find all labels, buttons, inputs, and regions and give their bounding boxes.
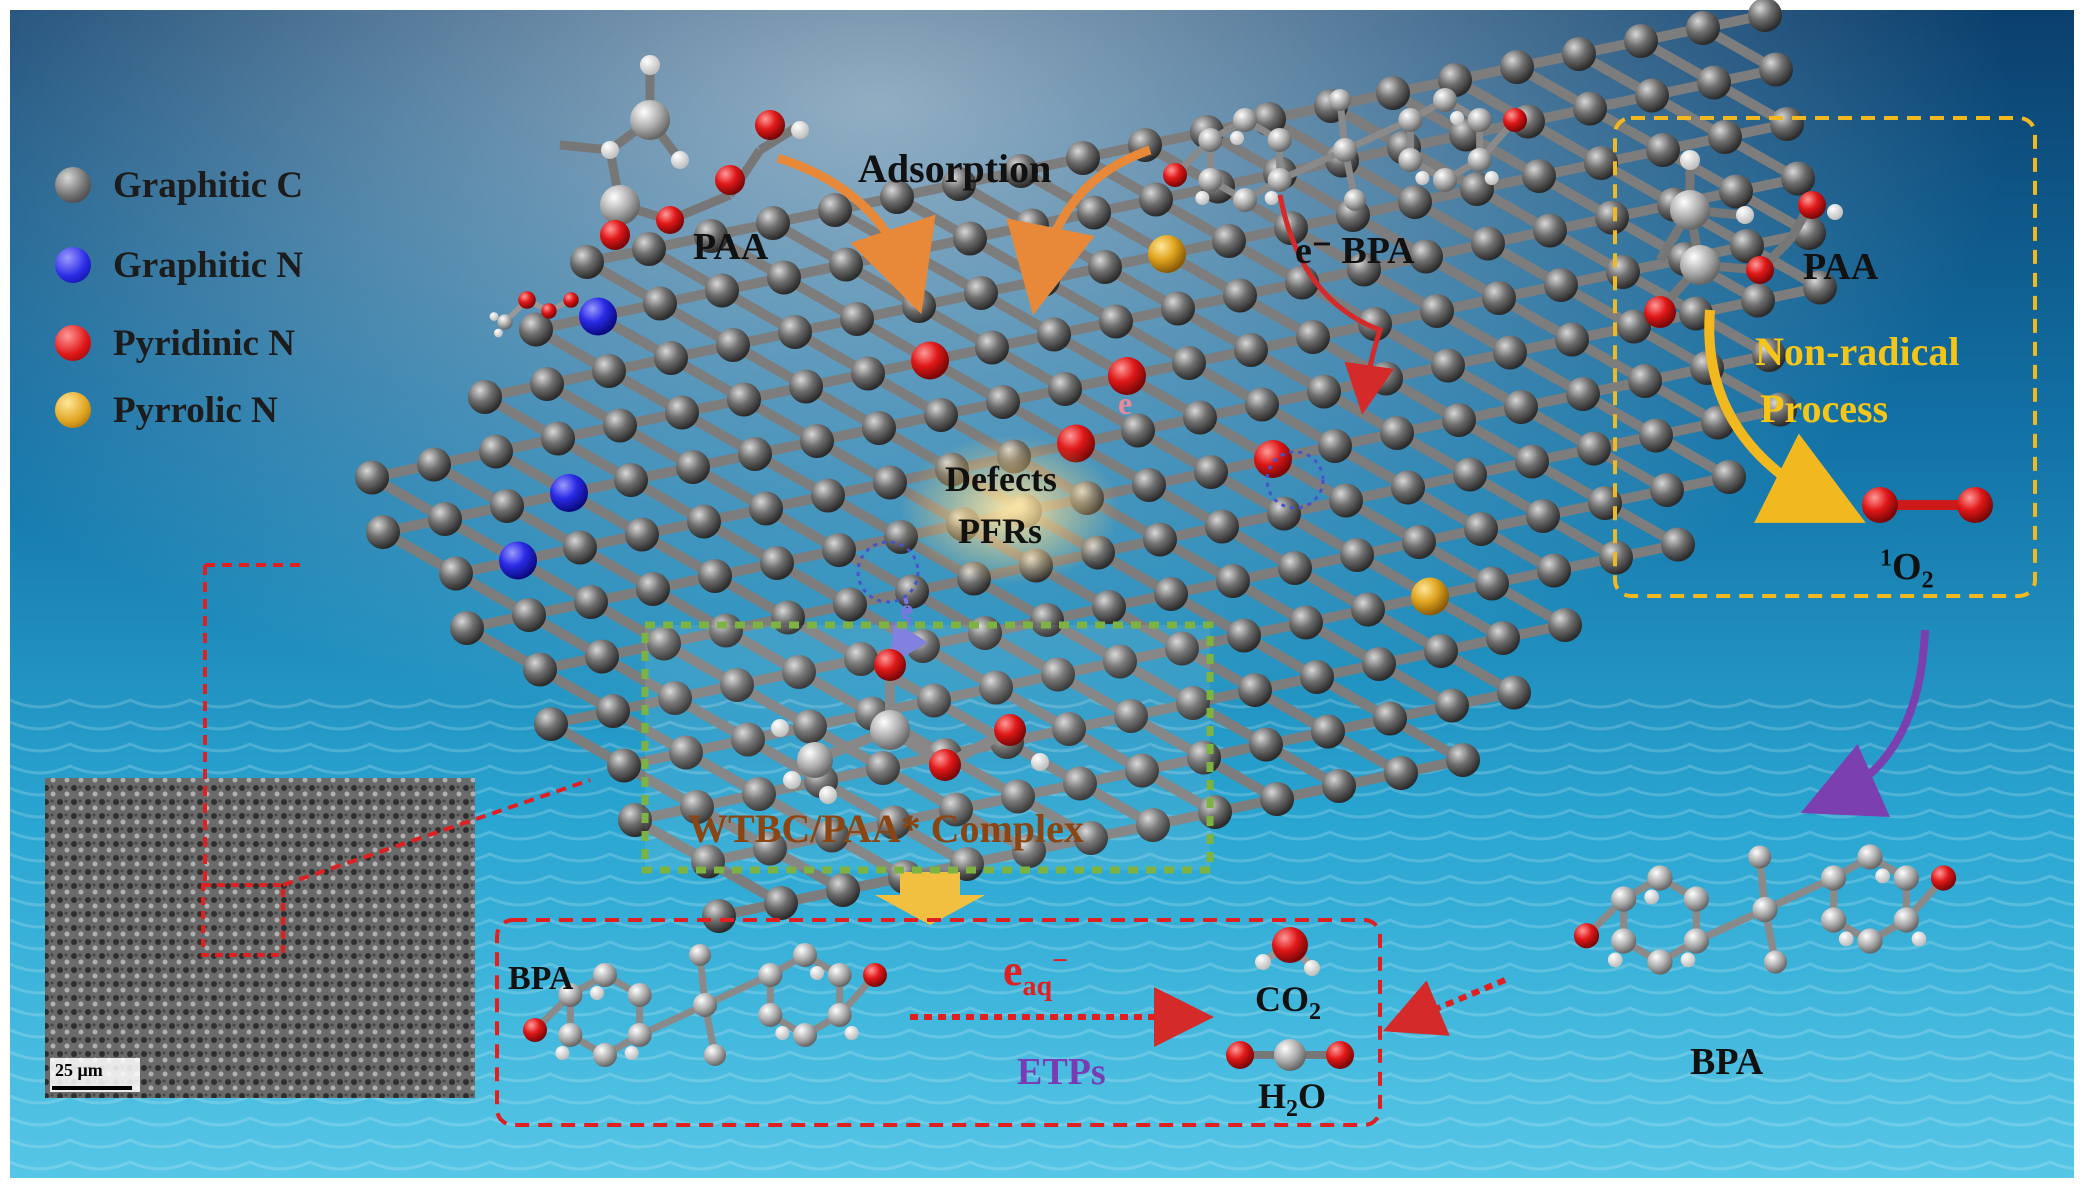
pfrs-label: PFRs	[958, 511, 1042, 551]
h2o-o: O	[1298, 1076, 1327, 1116]
co2-molecule	[1226, 1039, 1354, 1071]
defect-site-circle	[856, 540, 920, 604]
legend-label: Graphitic N	[113, 244, 304, 286]
complex-box	[641, 621, 1214, 874]
graphitic-c-marker	[55, 167, 91, 203]
legend-label: Pyrrolic N	[113, 389, 278, 431]
paa-molecule-right	[1644, 150, 1843, 328]
h2o-label: H2O	[1258, 1075, 1326, 1123]
singlet-oxygen-label: 1O2	[1880, 545, 1934, 595]
co2-label: CO2	[1255, 978, 1321, 1026]
eaq-label: eaq−	[1003, 945, 1068, 1003]
electron-transfer-arrow	[889, 597, 928, 666]
h2o-subscript: 2	[1286, 1096, 1299, 1123]
legend-item-graphitic-c: Graphitic C	[55, 160, 303, 210]
adsorption-arrow-right	[1006, 145, 1152, 316]
paa-label-top: PAA	[693, 226, 769, 268]
etps-label: ETPs	[1017, 1051, 1106, 1093]
adsorption-label: Adsorption	[858, 146, 1052, 191]
scale-bar-label: 25 μm	[55, 1060, 103, 1080]
water-molecule	[1255, 927, 1320, 976]
electron-arrow	[1277, 194, 1394, 415]
graphitic-n-marker	[55, 247, 91, 283]
pyridinic-n-marker	[55, 325, 91, 361]
paa-molecule-top	[559, 55, 809, 250]
electron-small-label-2: e	[900, 593, 914, 626]
electron-bpa-label: e⁻ BPA	[1295, 230, 1415, 272]
legend-label: Graphitic C	[113, 164, 304, 206]
purple-arrow	[1800, 629, 1929, 818]
eaq-base: e	[1003, 946, 1023, 995]
non-radical-label: Non-radical	[1755, 329, 1960, 374]
down-arrow	[875, 872, 985, 925]
singlet-oxygen-base: O	[1892, 546, 1922, 588]
complex-paa-molecule	[771, 649, 1049, 804]
defect-highlight	[900, 435, 1120, 585]
bpa-molecule-top	[1163, 88, 1527, 212]
singlet-oxygen-superscript: 1	[1880, 545, 1892, 572]
process-label: Process	[1760, 386, 1889, 431]
complex-region-fill	[645, 625, 1210, 870]
defect-site-circle	[1265, 450, 1325, 510]
sem-inset	[45, 778, 475, 1098]
defects-label: Defects	[945, 459, 1057, 499]
non-radical-box	[1613, 116, 2037, 598]
zoom-region-box	[201, 883, 285, 957]
legend-item-pyrrolic-n: Pyrrolic N	[55, 385, 278, 435]
singlet-oxygen-subscript: 2	[1921, 567, 1934, 594]
legend-label: Pyridinic N	[113, 322, 295, 364]
bpa-label-right: BPA	[1690, 1041, 1764, 1083]
pyrrolic-n-marker	[55, 392, 91, 428]
products-box	[495, 918, 1382, 1127]
complex-label: WTBC/PAA* Complex	[688, 806, 1084, 851]
bpa-molecule-bottom	[523, 943, 887, 1067]
co2-subscript: 2	[1309, 999, 1321, 1026]
co2-base: CO	[1255, 979, 1309, 1019]
sem-inset-shade	[45, 778, 475, 1098]
paa-label-right: PAA	[1803, 246, 1879, 288]
eaq-subscript: aq	[1022, 970, 1053, 1002]
adsorption-arrow-left	[776, 153, 936, 315]
zoom-line-right	[282, 778, 591, 887]
eaq-superscript: −	[1052, 945, 1069, 977]
adsorbed-paa-molecule	[489, 291, 579, 338]
bpa-molecule-right	[1573, 844, 1957, 975]
electron-small-label: e	[1118, 385, 1133, 421]
bpa-label-bottom: BPA	[508, 960, 574, 997]
legend-item-pyridinic-n: Pyridinic N	[55, 318, 295, 368]
h2o-h: H	[1258, 1076, 1287, 1116]
bpa-to-products-arrow	[1382, 977, 1507, 1036]
non-radical-arrow	[1704, 309, 1866, 523]
legend-item-graphitic-n: Graphitic N	[55, 240, 303, 290]
singlet-oxygen-molecule	[1862, 487, 1993, 523]
